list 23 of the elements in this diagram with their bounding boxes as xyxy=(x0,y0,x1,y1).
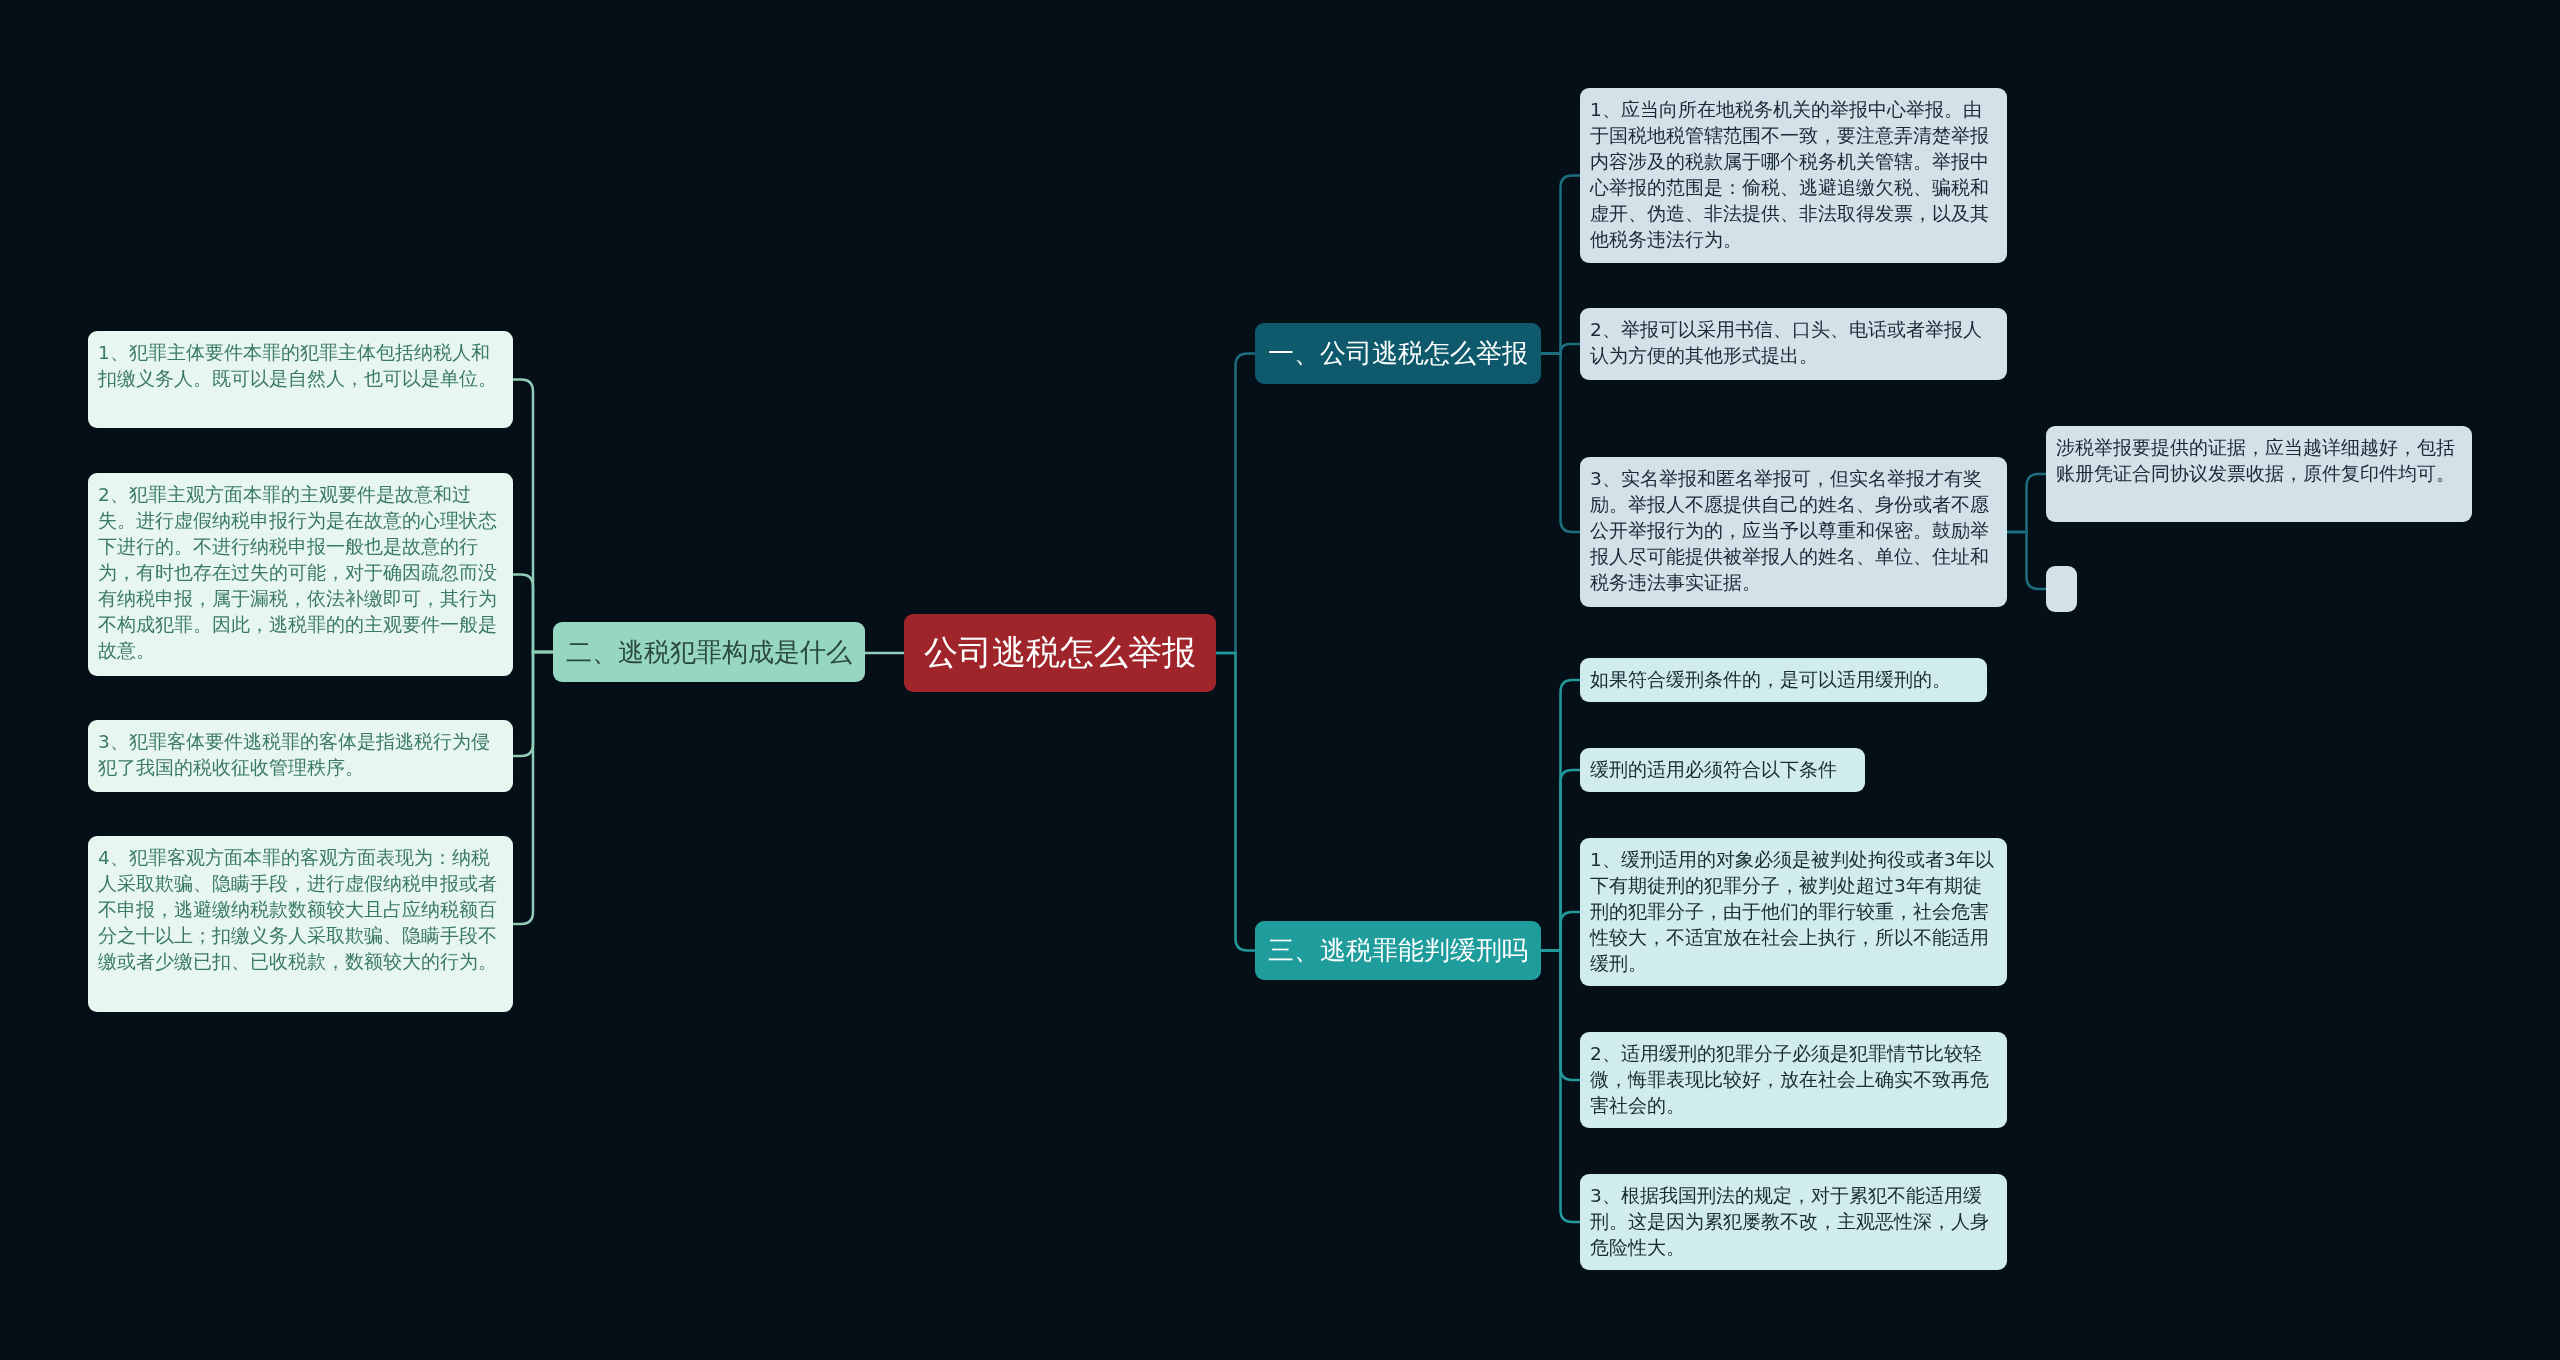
subtopic-box: 2、犯罪主观方面本罪的主观要件是故意和过失。进行虚假纳税申报行为是在故意的心理状态下进行的。不进行纳税申报一般也是故意的行为，有时也存在过失的可能，对于确因疏忽而没有纳税申报，属于漏税，依法补缴即可，其行为不构成犯罪。因此，逃税罪的的主观要件一般是故意。 xyxy=(88,473,513,676)
central-topic-box: 公司逃税怎么举报 xyxy=(904,614,1216,692)
subtopic-box: 2、举报可以采用书信、口头、电话或者举报人认为方便的其他形式提出。 xyxy=(1580,308,2007,380)
connector-line xyxy=(513,650,553,926)
connector-line xyxy=(865,651,904,655)
subtopic-box: 1、应当向所在地税务机关的举报中心举报。由于国税地税管辖范围不一致，要注意弄清楚举报内容涉及的税款属于哪个税务机关管辖。举报中心举报的范围是：偷税、逃避追缴欠税、骗税和虚开、伪造、非法提供、非法取得发票，以及其他税务违法行为。 xyxy=(1580,88,2007,263)
subtopic-box: 3、实名举报和匿名举报可，但实名举报才有奖励。举报人不愿提供自己的姓名、身份或者不愿公开举报行为的，应当予以尊重和保密。鼓励举报人尽可能提供被举报人的姓名、单位、住址和税务违法事实证据。 xyxy=(1580,457,2007,607)
connector-line xyxy=(1541,949,1580,1224)
subtopic-box: 涉税举报要提供的证据，应当越详细越好，包括账册凭证合同协议发票收据，原件复印件均可。 xyxy=(2046,426,2472,522)
subtopic-box: 4、犯罪客观方面本罪的客观方面表现为：纳税人采取欺骗、隐瞒手段，进行虚假纳税申报或者不申报，逃避缴纳税款数额较大且占应纳税额百分之十以上；扣缴义务人采取欺骗、隐瞒手段不缴或者少缴已扣、已收税款，数额较大的行为。 xyxy=(88,836,513,1012)
subtopic-box: 3、犯罪客体要件逃税罪的客体是指逃税行为侵犯了我国的税收征收管理秩序。 xyxy=(88,720,513,792)
connector-line xyxy=(1216,651,1255,952)
subtopic-box: 如果符合缓刑条件的，是可以适用缓刑的。 xyxy=(1580,658,1987,702)
subtopic-box: 1、缓刑适用的对象必须是被判处拘役或者3年以下有期徒刑的犯罪分子，被判处超过3年有期徒刑的犯罪分子，由于他们的罪行较重，社会危害性较大，不适宜放在社会上执行，所以不能适用缓刑。 xyxy=(1580,838,2007,986)
empty-box xyxy=(2046,566,2077,612)
topic-box: 一、公司逃税怎么举报 xyxy=(1255,323,1541,384)
topic-box: 三、逃税罪能判缓刑吗 xyxy=(1255,921,1541,980)
connector-line xyxy=(1541,352,1580,534)
subtopic-box: 3、根据我国刑法的规定，对于累犯不能适用缓刑。这是因为累犯屡教不改，主观恶性深，人身危险性大。 xyxy=(1580,1174,2007,1270)
subtopic-box: 缓刑的适用必须符合以下条件 xyxy=(1580,748,1865,792)
subtopic-box: 1、犯罪主体要件本罪的犯罪主体包括纳税人和扣缴义务人。既可以是自然人，也可以是单位。 xyxy=(88,331,513,428)
subtopic-box: 2、适用缓刑的犯罪分子必须是犯罪情节比较轻微，悔罪表现比较好，放在社会上确实不致再危害社会的。 xyxy=(1580,1032,2007,1128)
topic-box: 二、逃税犯罪构成是什么 xyxy=(553,622,865,682)
